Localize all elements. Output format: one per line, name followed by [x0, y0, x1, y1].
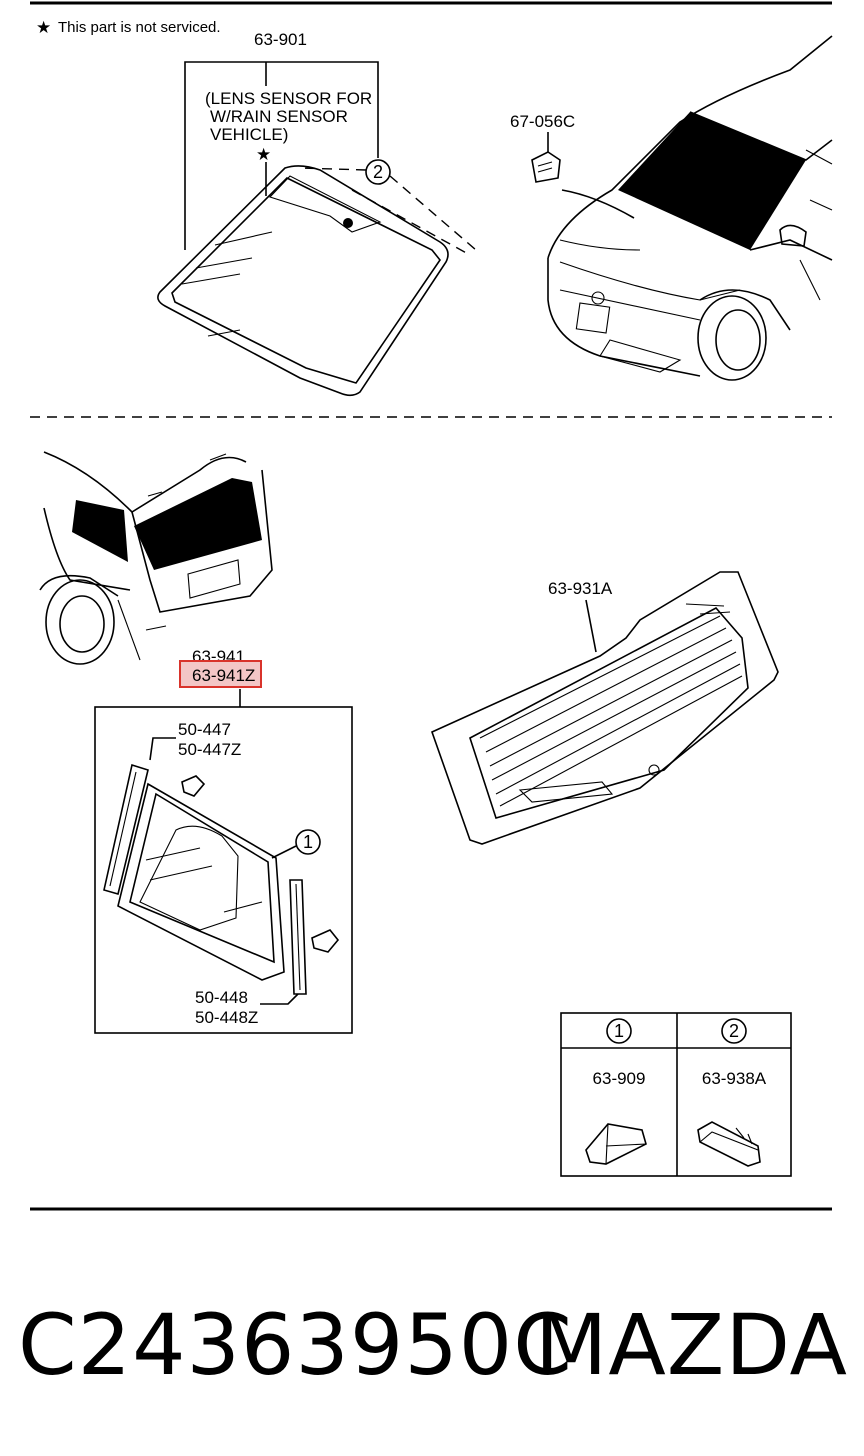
- windshield-group: 63-901 (LENS SENSOR FOR W/RAIN SENSOR VE…: [157, 30, 477, 397]
- rear-molding-part-number: 50-448: [195, 988, 248, 1007]
- front-molding-part-number-z: 50-447Z: [178, 740, 241, 759]
- legend-callout-1-circle: [606, 1018, 632, 1044]
- wiper-clip-part-number: 67-056C: [510, 112, 575, 131]
- quarter-window-fill: [72, 500, 128, 562]
- rain-sensor: [343, 218, 353, 228]
- front-car-illustration: 67-056C: [510, 35, 833, 381]
- upper-clip-icon: [181, 775, 206, 797]
- quarter-glass: [117, 782, 285, 981]
- rear-car-illustration: [39, 451, 273, 665]
- note-star-icon: ★: [36, 18, 51, 37]
- highlight-box: [179, 660, 262, 688]
- rear-glass-group: 63-931A: [431, 571, 779, 845]
- rear-molding-part-number-z: 50-448Z: [195, 1008, 258, 1027]
- front-molding: [103, 763, 149, 895]
- sensor-star-icon: ★: [256, 145, 271, 164]
- lower-clip-icon: [311, 929, 340, 953]
- sensor-note-line-2: W/RAIN SENSOR: [210, 107, 348, 126]
- footer-part-code: C24363950C: [18, 1296, 573, 1394]
- footer: C24363950C MAZDA: [18, 1290, 848, 1400]
- windshield-glass: [157, 165, 449, 397]
- rear-molding: [289, 879, 307, 995]
- legend-part-2: 63-938A: [702, 1069, 767, 1088]
- callout-2-circle: [365, 159, 391, 185]
- note-text: This part is not serviced.: [58, 19, 221, 36]
- windshield-glass-fill: [618, 112, 806, 250]
- backlite-fill: [134, 478, 262, 570]
- quarter-glass-part-number-highlighted: 63-941Z: [192, 666, 255, 685]
- retainer-clip-icon: [697, 1121, 761, 1167]
- rear-glass: [431, 571, 779, 845]
- legend-callout-2: 2: [729, 1021, 739, 1041]
- footer-brand: MAZDA: [534, 1296, 848, 1394]
- legend-callout-1: 1: [614, 1021, 624, 1041]
- callout-1-number: 1: [303, 832, 313, 852]
- sensor-note-line-1: (LENS SENSOR FOR: [205, 89, 372, 108]
- rear-glass-part-number: 63-931A: [548, 579, 613, 598]
- quarter-glass-frame: [94, 706, 353, 1034]
- front-molding-part-number: 50-447: [178, 720, 231, 739]
- callout-1-circle: [295, 829, 321, 855]
- wiper-clip-icon: [531, 151, 561, 183]
- legend-part-1: 63-909: [593, 1069, 646, 1088]
- windshield-part-number: 63-901: [254, 30, 307, 49]
- legend-callout-2-circle: [721, 1018, 747, 1044]
- sensor-note-line-3: VEHICLE): [210, 125, 288, 144]
- quarter-glass-group: 63-941 63-941Z 50-447 50-447Z 1 50-448 5…: [94, 647, 353, 1034]
- legend-table: 1 2 63-909 63-938A: [560, 1012, 792, 1177]
- callout-2-number: 2: [373, 162, 383, 182]
